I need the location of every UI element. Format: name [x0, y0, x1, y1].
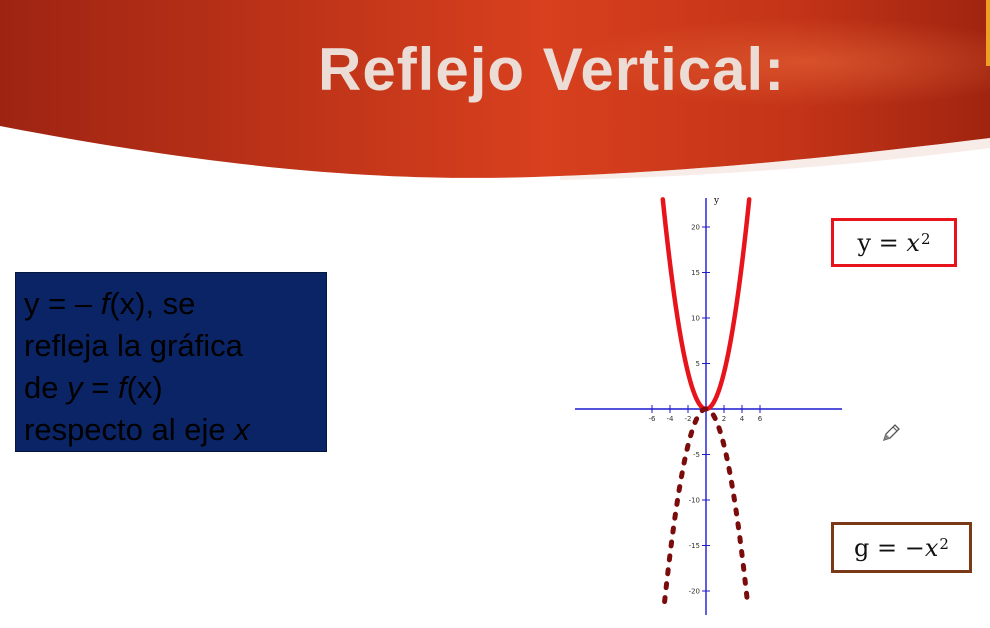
- data-point: [714, 399, 716, 401]
- definition-line-2: refleja la gráfica: [24, 328, 243, 363]
- title-banner: [0, 0, 990, 180]
- data-point: [705, 408, 707, 410]
- data-point: [662, 198, 664, 200]
- x-tick-label: -6: [649, 415, 657, 423]
- data-point: [741, 553, 743, 555]
- edge-accent: [986, 0, 990, 66]
- x-tick-label: 6: [758, 415, 763, 423]
- data-point: [723, 444, 725, 446]
- eq2-op: = −: [869, 533, 925, 562]
- def-l4-var: x: [234, 412, 250, 447]
- banner-glow: [0, 0, 990, 178]
- series-line-g-equals-neg-x-squared: [662, 406, 750, 605]
- y-tick-label: 15: [691, 269, 700, 277]
- data-point: [678, 490, 680, 492]
- definition-line-1: y = – f(x), se: [24, 283, 326, 325]
- y-axis-label: y: [713, 196, 720, 206]
- definition-line-4: respecto al eje x: [24, 409, 326, 451]
- data-point: [678, 326, 680, 328]
- data-point: [748, 198, 750, 200]
- eq2-lhs: g: [854, 533, 870, 562]
- definition-box: y = – f(x), se refleja la gráfica de y =…: [15, 272, 327, 452]
- x-tick-label: -4: [667, 415, 675, 423]
- y-tick-label: -5: [693, 451, 700, 459]
- parabola-chart: y -6 -4 -2 2 4 6 -20 -15 -10 -5 5 10 15 20: [575, 196, 842, 615]
- pencil-icon[interactable]: [880, 422, 902, 444]
- y-tick-label: 20: [691, 224, 700, 232]
- x-tick-label: 2: [722, 415, 726, 423]
- y-tick-label: -10: [689, 497, 700, 505]
- y-tick-label: -15: [689, 542, 700, 550]
- def-l3-suffix: (x): [126, 370, 163, 405]
- def-l3-mid: =: [82, 370, 118, 405]
- eq2-var: x: [924, 533, 939, 562]
- y-tick-label: 10: [691, 315, 700, 323]
- banner-bottom-swoosh: [560, 138, 990, 180]
- x-tick-label: 4: [740, 415, 745, 423]
- data-point: [714, 417, 716, 419]
- data-point: [687, 371, 689, 373]
- data-point: [696, 417, 698, 419]
- def-l4-prefix: respecto al eje: [24, 412, 235, 447]
- definition-line-3: de y = f(x): [24, 367, 326, 409]
- eq1-op: =: [871, 228, 907, 257]
- eq1-lhs: y: [857, 228, 872, 257]
- data-point: [746, 600, 748, 602]
- def-l3-prefix: de: [24, 370, 68, 405]
- data-point: [663, 600, 665, 602]
- data-point: [669, 262, 671, 264]
- def-l3-fn: f: [117, 370, 127, 405]
- page-title: Reflejo Vertical:: [318, 36, 786, 103]
- x-tick-label: -2: [685, 415, 692, 423]
- y-tick-label: -20: [689, 588, 700, 596]
- def-l1-fn: f: [100, 286, 110, 321]
- data-point: [723, 371, 725, 373]
- data-point: [696, 399, 698, 401]
- data-point: [732, 326, 734, 328]
- eq1-exp: 2: [920, 229, 931, 248]
- data-point: [741, 262, 743, 264]
- eq1-var: x: [906, 228, 920, 257]
- y-tick-label: 5: [696, 360, 700, 368]
- def-l1-suffix: (x), se: [109, 286, 196, 321]
- def-l1-prefix: y = –: [24, 286, 101, 321]
- data-point: [669, 553, 671, 555]
- data-point: [687, 444, 689, 446]
- eq2-exp: 2: [939, 534, 949, 553]
- def-l3-y: y: [67, 370, 83, 405]
- data-point: [732, 490, 734, 492]
